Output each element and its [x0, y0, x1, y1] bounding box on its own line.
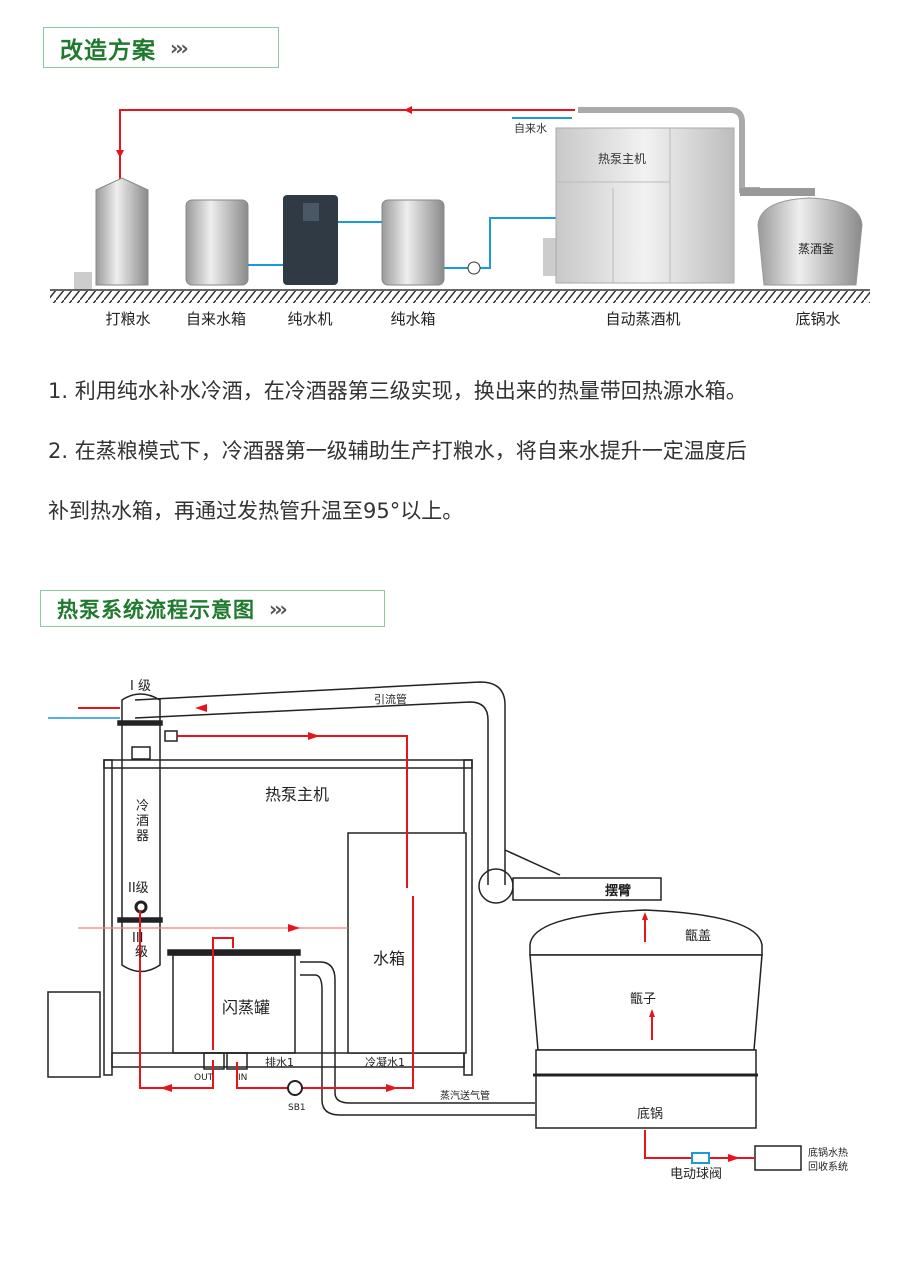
label-auto-distiller: 自动蒸酒机 [605, 310, 680, 328]
lid-label: 甑盖 [685, 929, 711, 944]
ball-valve-label: 电动球阀 [670, 1167, 722, 1182]
drain-pipe-label: 引流管 [374, 692, 407, 706]
flash-tank [167, 949, 301, 1070]
steam-pipe [300, 961, 535, 1116]
label-tap-water-tank: 自来水箱 [186, 310, 246, 328]
recovery-label-2: 回收系统 [808, 1160, 848, 1173]
label-pure-water-machine: 纯水机 [287, 310, 332, 328]
flow-arrows [160, 704, 740, 1162]
zengzi-label: 甑子 [630, 992, 656, 1007]
ground [50, 289, 870, 303]
water-lines [248, 217, 556, 269]
chevrons-icon: ››› [170, 35, 189, 60]
pure-water-tank [381, 199, 445, 286]
section-title: 改造方案 [60, 37, 156, 64]
cooler-label-1: 冷 [136, 799, 149, 814]
condensate1-label: 冷凝水1 [365, 1055, 405, 1069]
section-header-flow: 热泵系统流程示意图 ››› [40, 590, 385, 627]
water-tank-label: 水箱 [373, 949, 405, 968]
pump-icon [467, 261, 481, 275]
tap-water-tank [185, 199, 249, 286]
flash-tank-label: 闪蒸罐 [222, 998, 270, 1017]
pot-label: 蒸酒釜 [798, 241, 834, 256]
out-label: OUT [194, 1073, 214, 1083]
machine-label: 热泵主机 [598, 152, 646, 166]
stage3-suffix: 级 [135, 945, 148, 960]
section-title: 热泵系统流程示意图 [57, 597, 255, 622]
steam-pipe-label: 蒸汽送气管 [440, 1089, 490, 1102]
label-bottom-pot-water: 底锅水 [795, 310, 840, 328]
swing-arm-label: 摆臂 [605, 883, 631, 899]
drain-pipe [134, 681, 561, 904]
retrofit-diagram: 自来水 热泵主机 蒸酒釜 打粮水 自来水箱 纯水机 纯水箱 [50, 106, 870, 328]
label-pure-water-tank: 纯水箱 [390, 310, 435, 328]
stage1-label: I 级 [130, 679, 151, 694]
grain-water-tank [74, 177, 149, 290]
distilling-pot: 蒸酒釜 [757, 197, 863, 286]
stage2-label: II级 [128, 881, 149, 896]
hot-water-line [116, 106, 575, 183]
note-3: 补到热水箱，再通过发热管升温至95°以上。 [48, 499, 464, 523]
recovery-label-1: 底锅水热 [808, 1146, 848, 1159]
stage3-label: III [132, 931, 144, 946]
host-label: 热泵主机 [265, 785, 329, 804]
pure-water-machine [283, 195, 338, 285]
in-label: IN [238, 1073, 247, 1083]
ball-valve-icon [691, 1152, 710, 1164]
storage-barrel [47, 991, 101, 1078]
steamer-pot [529, 909, 763, 1129]
tap-water-label: 自来水 [514, 122, 547, 135]
drain1-label: 排水1 [265, 1055, 294, 1069]
pump-icon [287, 1080, 303, 1096]
cooler-label-2: 酒 [136, 814, 149, 829]
note-2: 2. 在蒸粮模式下，冷酒器第一级辅助生产打粮水，将自来水提升一定温度后 [48, 439, 747, 463]
note-1: 1. 利用纯水补水冷酒，在冷酒器第三级实现，换出来的热量带回热源水箱。 [48, 379, 747, 403]
swing-arm [512, 877, 662, 901]
chevrons-icon: ››› [269, 596, 288, 621]
label-grain-water: 打粮水 [105, 310, 150, 328]
cooler-label-3: 器 [136, 829, 149, 844]
pump-label: SB1 [288, 1103, 306, 1113]
auto-distiller-machine: 热泵主机 [543, 107, 815, 284]
wine-cooler [117, 693, 178, 973]
hot-lines [78, 707, 755, 1159]
section-header-retrofit: 改造方案 ››› [43, 27, 279, 68]
bottom-pot-label: 底锅 [637, 1106, 663, 1122]
recovery-box [754, 1145, 802, 1171]
